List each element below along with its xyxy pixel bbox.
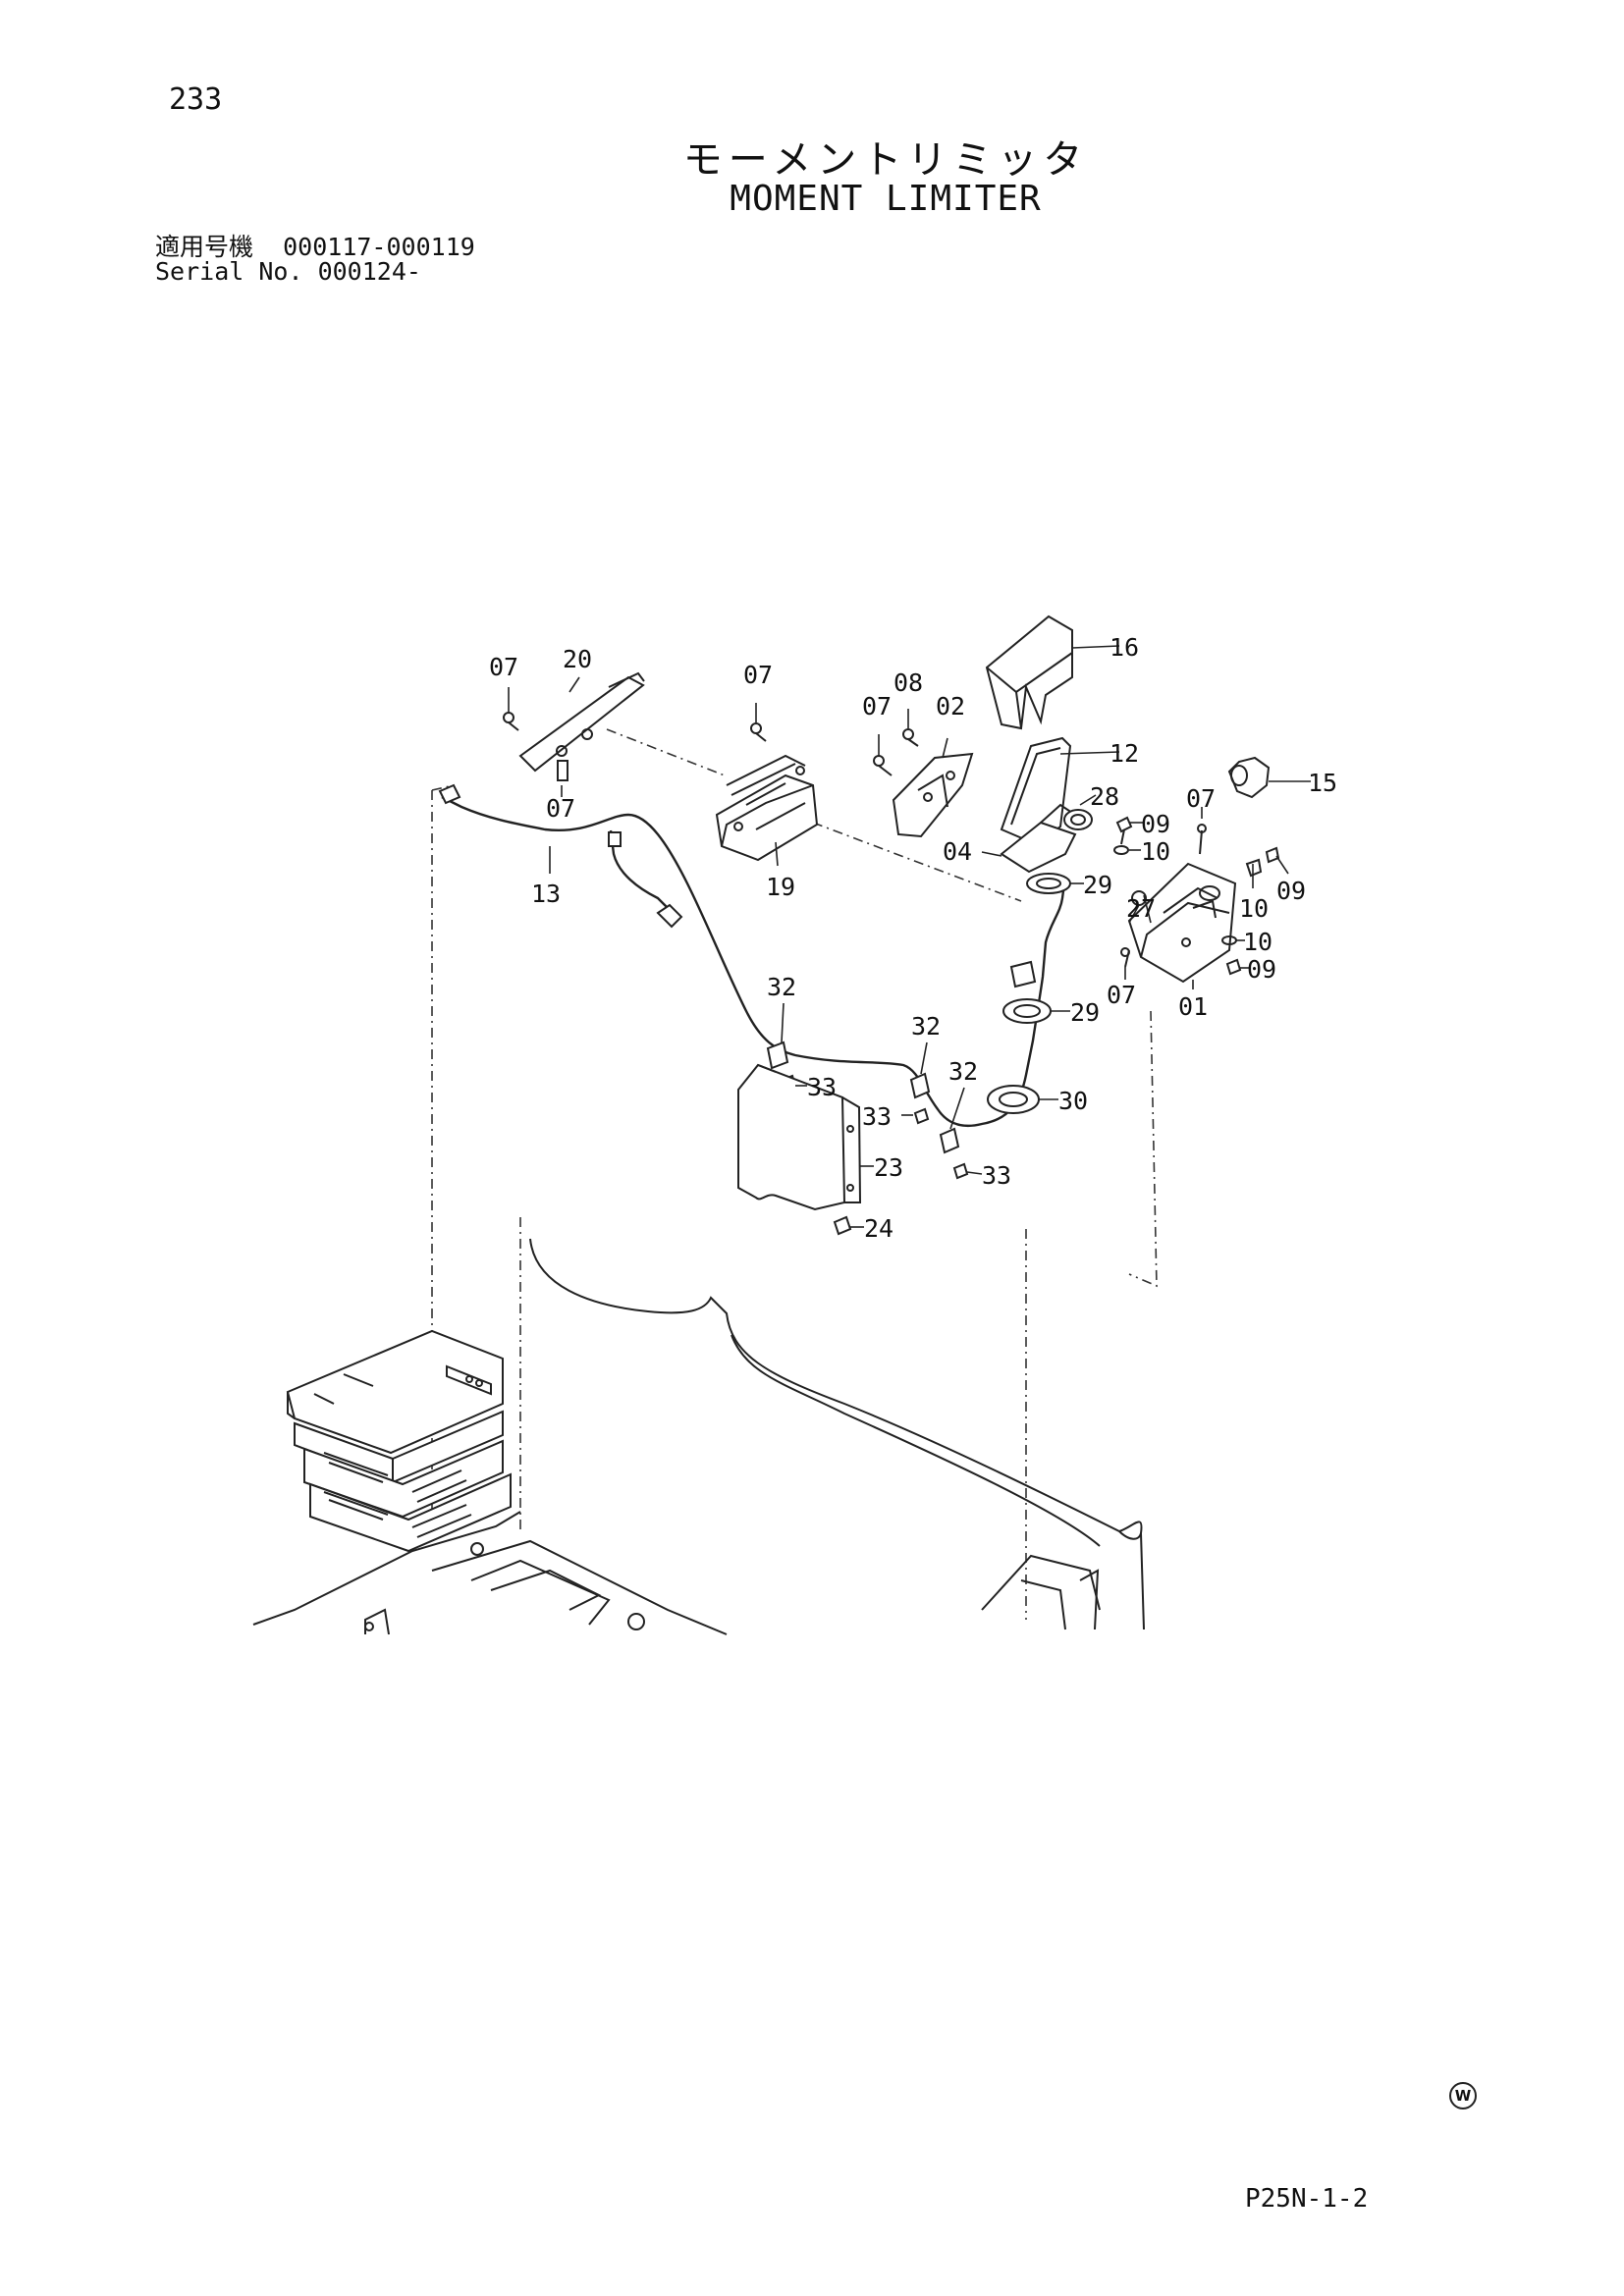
callout-10: 10 [1141, 837, 1170, 866]
callout-13: 13 [531, 880, 561, 908]
part-20-bracket [518, 671, 645, 781]
callout-07: 07 [1186, 784, 1216, 813]
callout-02: 02 [936, 692, 965, 721]
callout-07: 07 [489, 653, 518, 681]
callout-04: 04 [943, 837, 972, 866]
part-16-cover [985, 614, 1073, 730]
part-30-grommet [987, 1085, 1040, 1114]
callout-33: 33 [807, 1073, 837, 1101]
callout-07: 07 [743, 661, 773, 689]
part-28-grommet [1063, 809, 1093, 830]
serial-from: 000124- [317, 257, 421, 286]
part-15-knob [1227, 756, 1271, 799]
part-23-cover [737, 1063, 862, 1211]
serial-label-jp: 適用号機 [155, 233, 254, 261]
controller-units [286, 1329, 512, 1553]
callout-10: 10 [1243, 928, 1272, 956]
serial-label-en: Serial No. [155, 257, 303, 286]
callout-09: 09 [1276, 877, 1306, 905]
callout-32: 32 [948, 1057, 978, 1086]
part-24-screw [833, 1215, 852, 1236]
callout-labels: 20 07 07 13 07 19 08 07 02 16 12 15 28 0… [489, 633, 1337, 1243]
callout-12: 12 [1110, 739, 1139, 768]
callout-10: 10 [1239, 894, 1269, 923]
title-english: MOMENT LIMITER [730, 179, 1042, 219]
cab-frame [252, 1238, 1145, 1635]
callout-07: 07 [1107, 981, 1136, 1009]
page-number: 233 [169, 82, 223, 117]
leader-lines [508, 645, 1311, 1228]
title-japanese: モーメントリミッタ [682, 137, 1089, 183]
reference-code: P25N-1-2 [1245, 2184, 1369, 2214]
callout-08: 08 [893, 668, 923, 697]
callout-24: 24 [864, 1214, 893, 1243]
callout-19: 19 [766, 873, 795, 901]
screw-07-a [503, 712, 519, 731]
screws-07-08 [873, 728, 919, 776]
w-mark-icon: W [1449, 2082, 1477, 2109]
screw-07-b [750, 722, 767, 742]
callout-33: 33 [982, 1161, 1011, 1190]
serial-from-line: Serial No. 000124- [155, 257, 421, 286]
callout-09: 09 [1141, 810, 1170, 838]
callout-28: 28 [1090, 782, 1119, 811]
callout-23: 23 [874, 1153, 903, 1182]
callout-33: 33 [862, 1102, 892, 1131]
callout-01: 01 [1178, 992, 1208, 1021]
part-13-harness [438, 783, 1066, 1128]
callout-20: 20 [563, 645, 592, 673]
callout-29: 29 [1070, 998, 1100, 1027]
fasteners-09-10-27 [1113, 816, 1280, 976]
part-29-grommet-lower [1002, 998, 1052, 1024]
callout-07: 07 [862, 692, 892, 721]
part-01-bracket [1127, 862, 1237, 984]
part-19-unit [715, 754, 819, 862]
callout-09: 09 [1247, 955, 1276, 984]
callout-16: 16 [1110, 633, 1139, 662]
callout-32: 32 [911, 1012, 941, 1041]
callout-07: 07 [546, 794, 575, 823]
part-29-grommet-upper [1026, 873, 1071, 894]
part-12-monitor [1000, 736, 1072, 846]
callout-27: 27 [1126, 894, 1156, 923]
assembly-guide-lines [431, 728, 1158, 1620]
callout-30: 30 [1058, 1087, 1088, 1115]
serial-range-line: 適用号機 000117-000119 [155, 228, 475, 263]
callout-15: 15 [1308, 769, 1337, 797]
part-02-bracket [892, 752, 974, 838]
part-32-clamps [766, 1041, 960, 1154]
serial-range: 000117-000119 [283, 233, 475, 261]
callout-32: 32 [767, 973, 796, 1001]
callout-29: 29 [1083, 871, 1112, 899]
